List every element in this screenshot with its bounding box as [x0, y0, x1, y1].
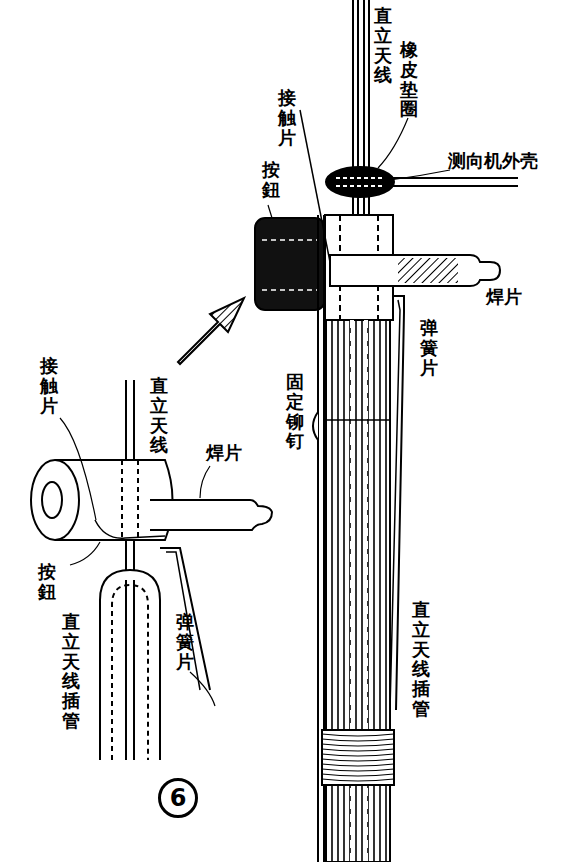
part-label: 焊片	[486, 286, 522, 308]
part-label: 直立天线插管	[412, 600, 430, 719]
coil-winding	[322, 779, 394, 781]
part-label: 接触片	[40, 356, 58, 415]
part-label: 接触片	[278, 88, 296, 147]
part-label: 弹簧片	[420, 318, 438, 377]
coil-winding	[322, 734, 394, 736]
part-label: 按鈕	[262, 160, 280, 200]
part-label: 弹簧片	[176, 612, 194, 671]
callout-number: 6	[158, 778, 198, 818]
coil-winding	[322, 744, 394, 746]
coil-winding	[322, 749, 394, 751]
coil-winding	[322, 739, 394, 741]
part-label: 按鈕	[38, 562, 56, 602]
part-label: 测向机外壳	[448, 150, 538, 172]
part-label: 固定铆钉	[286, 372, 304, 451]
part-label: 直立天线	[374, 6, 392, 85]
coil-winding	[322, 754, 394, 756]
part-label: 焊片	[206, 442, 242, 464]
part-label: 橡皮垫圈	[400, 40, 418, 119]
part-label: 直立天线	[150, 376, 168, 455]
coil-winding	[322, 774, 394, 776]
part-label: 直立天线插管	[62, 612, 80, 731]
coil-winding	[322, 764, 394, 766]
coil-winding	[322, 769, 394, 771]
coil-winding	[322, 759, 394, 761]
